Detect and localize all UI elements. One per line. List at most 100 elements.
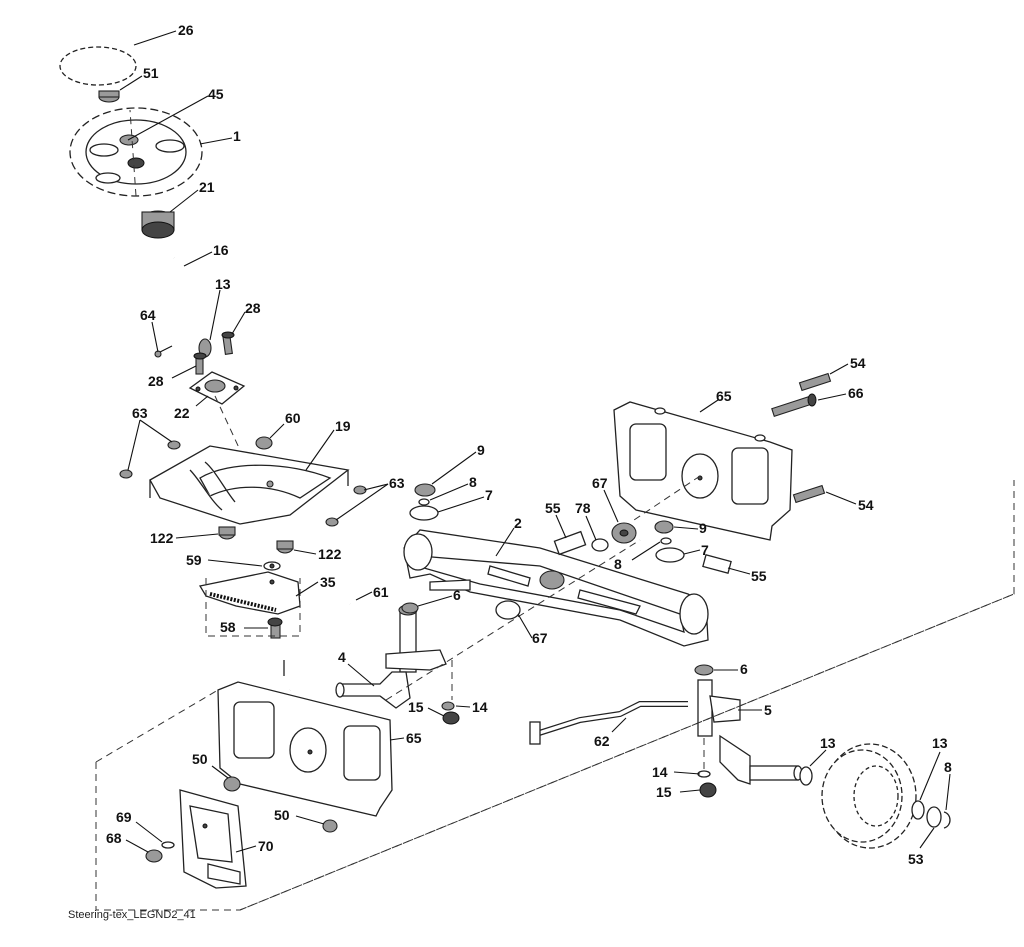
svg-text:64: 64	[140, 307, 156, 323]
bracket-dash-link-2	[633, 475, 701, 521]
steering-plate	[149, 445, 350, 525]
callout-21: 21	[169, 179, 215, 213]
axle-washer-upper-right	[654, 520, 685, 563]
axle-lower-nut-67	[495, 600, 521, 620]
svg-text:2: 2	[514, 515, 522, 531]
steering-wheel	[69, 107, 203, 197]
callout-50-lower: 50	[274, 807, 325, 825]
callout-54-lower: 54	[825, 491, 874, 513]
svg-text:65: 65	[716, 388, 732, 404]
callout-60: 60	[269, 410, 301, 439]
callout-9-right: 9	[673, 520, 707, 536]
svg-text:78: 78	[575, 500, 591, 516]
callout-16: 16	[183, 242, 229, 267]
shaft-bolt	[221, 331, 235, 355]
svg-text:7: 7	[485, 487, 493, 503]
front-wheel	[821, 743, 917, 849]
svg-text:6: 6	[453, 587, 461, 603]
svg-text:69: 69	[116, 809, 132, 825]
shaft-bolt-left	[193, 352, 207, 375]
svg-text:53: 53	[908, 851, 924, 867]
callout-68: 68	[106, 830, 149, 853]
callout-67-upper: 67	[592, 475, 619, 523]
svg-text:14: 14	[652, 764, 668, 780]
callout-50-upper: 50	[192, 751, 229, 779]
callout-8-left: 8	[429, 474, 477, 501]
callout-122-right: 122	[293, 546, 342, 562]
svg-text:63: 63	[389, 475, 405, 491]
steering-sector	[198, 571, 301, 615]
svg-text:4: 4	[338, 649, 346, 665]
svg-text:8: 8	[944, 759, 952, 775]
svg-text:65: 65	[406, 730, 422, 746]
callout-9-left: 9	[431, 442, 485, 485]
axle-pivot-nut-67	[611, 522, 637, 544]
callout-51: 51	[119, 65, 159, 91]
callout-55-left: 55	[545, 500, 567, 539]
axle-washer-upper-left	[409, 483, 439, 521]
svg-text:63: 63	[132, 405, 148, 421]
bumper-washer-69	[161, 841, 175, 849]
front-bracket-lower	[217, 681, 393, 817]
callout-69: 69	[116, 809, 163, 843]
callout-55-right: 55	[727, 567, 767, 584]
right-spindle	[697, 679, 803, 785]
callout-64: 64	[140, 307, 159, 353]
svg-text:8: 8	[469, 474, 477, 490]
left-nut	[441, 701, 460, 725]
drawing-caption: Steering-tex_LEGND2_41	[68, 909, 196, 921]
svg-text:59: 59	[186, 552, 202, 568]
svg-text:15: 15	[408, 699, 424, 715]
svg-text:66: 66	[848, 385, 864, 401]
bumper-plate-70	[179, 789, 247, 889]
callout-22: 22	[174, 395, 209, 421]
callout-58: 58	[220, 619, 268, 635]
plate-bolt-left	[119, 469, 133, 479]
plate-bolt-top	[167, 440, 181, 450]
callout-53: 53	[908, 827, 935, 867]
bracket-bolt-66	[771, 393, 817, 417]
svg-text:6: 6	[740, 661, 748, 677]
front-bracket-upper	[613, 401, 793, 541]
svg-text:26: 26	[178, 22, 194, 38]
svg-text:67: 67	[532, 630, 548, 646]
svg-text:14: 14	[472, 699, 488, 715]
svg-text:54: 54	[850, 355, 866, 371]
svg-text:55: 55	[751, 568, 767, 584]
callout-65-lower: 65	[389, 730, 422, 746]
svg-text:7: 7	[701, 542, 709, 558]
bracket-nut-50-upper	[223, 776, 241, 792]
callout-70: 70	[235, 838, 274, 854]
svg-text:13: 13	[215, 276, 231, 292]
callout-61: 61	[355, 584, 389, 601]
svg-text:122: 122	[150, 530, 174, 546]
bearing-flange	[188, 371, 246, 405]
svg-text:67: 67	[592, 475, 608, 491]
svg-text:50: 50	[274, 807, 290, 823]
callout-15-right: 15	[656, 784, 701, 800]
sector-washer	[263, 561, 281, 571]
svg-text:8: 8	[614, 556, 622, 572]
callout-15-left: 15	[408, 699, 445, 717]
svg-text:5: 5	[764, 702, 772, 718]
svg-text:45: 45	[208, 86, 224, 102]
callout-35: 35	[295, 574, 336, 597]
left-spindle	[335, 604, 447, 709]
callout-2: 2	[495, 515, 522, 557]
callout-7-left: 7	[437, 487, 493, 513]
steering-adapter	[141, 210, 175, 239]
bumper-nut-68	[145, 849, 163, 863]
wheel-washer-inner	[799, 766, 813, 786]
svg-text:28: 28	[245, 300, 261, 316]
cotter-pin	[154, 345, 173, 358]
svg-text:16: 16	[213, 242, 229, 258]
bracket-bolt-lower-54	[792, 484, 826, 504]
svg-text:61: 61	[373, 584, 389, 600]
callout-63-left: 63	[127, 405, 173, 471]
svg-text:122: 122	[318, 546, 342, 562]
svg-text:15: 15	[656, 784, 672, 800]
callout-8-right: 8	[614, 541, 661, 572]
callout-26: 26	[133, 22, 194, 46]
plate-bolt-lower	[325, 517, 339, 527]
